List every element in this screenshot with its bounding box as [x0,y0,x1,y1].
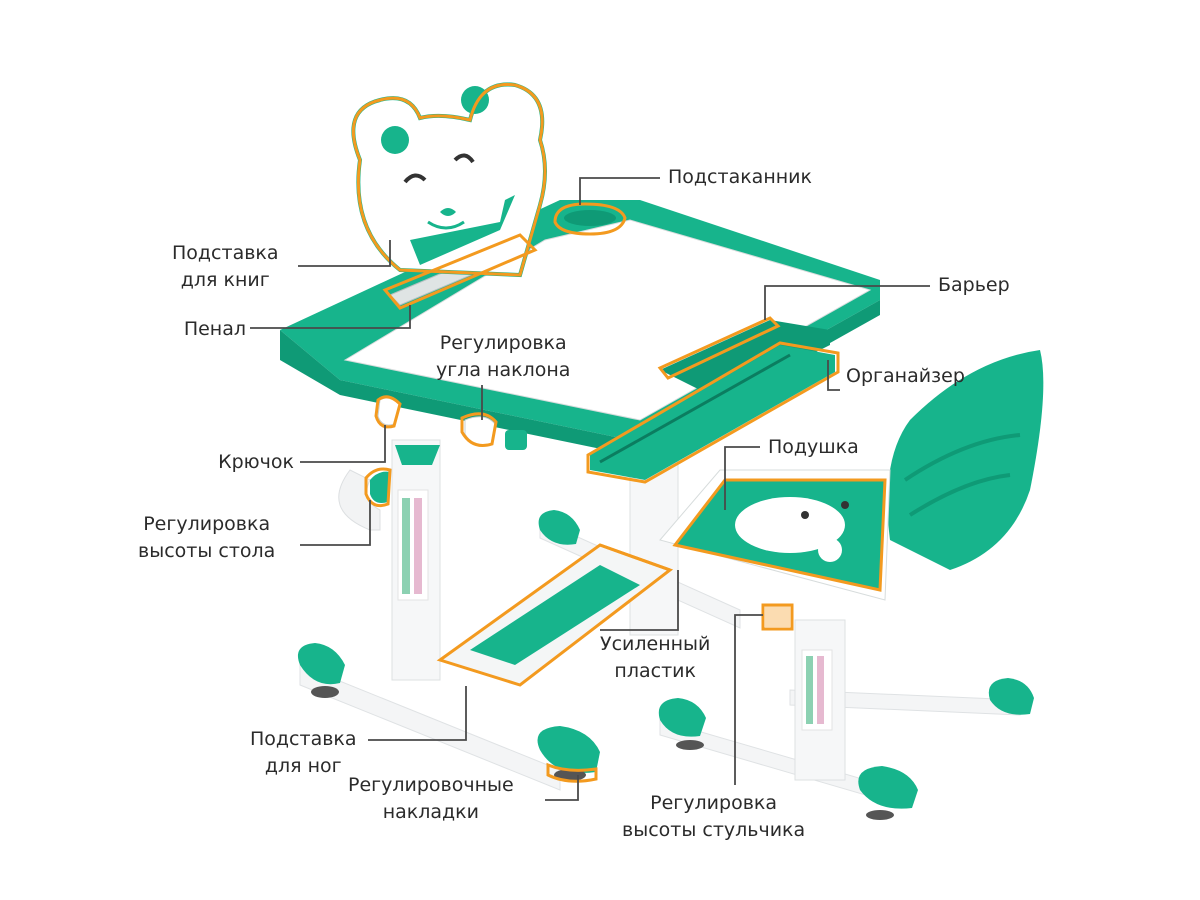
highlight-plastic [599,543,671,572]
label-pencil-case: Пенал [183,318,246,340]
highlight-book-stand [351,82,547,277]
highlight-cushion [672,478,887,592]
label-hook: Крючок [218,451,294,473]
desk-hardware [370,397,527,503]
highlight-table-height [364,467,392,508]
highlight-organizer [586,341,840,484]
leader-lines [250,177,930,801]
label-adjusting-pads: Регулировочные накладки [348,774,514,823]
desk-top [280,200,880,480]
highlight-tilt [460,412,498,447]
highlight-hook [374,395,402,429]
label-organizer: Органайзер [846,365,965,387]
label-barrier: Барьер [938,274,1010,296]
label-reinforced-plastic: Усиленный пластик [600,633,711,682]
highlight-cup-holder [553,202,627,236]
label-book-stand: Подставка для книг [172,242,279,291]
label-chair-height: Регулировка высоты стульчика [622,792,806,841]
highlight-outlines [351,82,887,783]
label-cup-holder: Подстаканник [668,166,812,188]
label-footrest: Подставка для ног [250,728,357,777]
desk [280,82,880,791]
highlight-pads [546,762,598,783]
highlight-pencil-case [382,233,538,310]
book-stand-bear [351,82,547,278]
highlight-barrier [657,316,781,380]
highlight-chair-height [761,603,794,631]
chair [658,350,1044,820]
label-table-height: Регулировка высоты стола [138,513,276,562]
label-cushion: Подушка [768,436,859,458]
label-tilt: Регулировка угла наклона [436,332,571,381]
